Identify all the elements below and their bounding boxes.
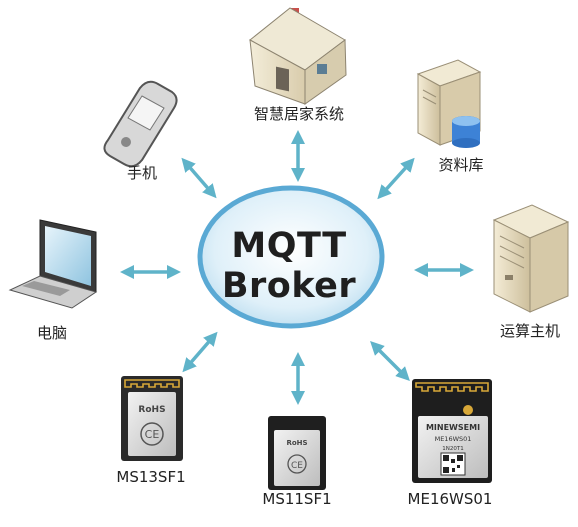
label-server: 运算主机 (499, 322, 561, 340)
label-ms13sf1: MS13SF1 (116, 468, 186, 486)
house-icon (249, 7, 347, 105)
ms13sf1-rohs-mark: RoHS (138, 405, 165, 415)
laptop-icon (8, 219, 98, 309)
arrow-database (377, 157, 415, 200)
broker-title: MQTT Broker (222, 226, 356, 306)
svg-text:CE: CE (145, 428, 160, 441)
arrow-ms13sf1 (182, 331, 218, 373)
label-phone: 手机 (126, 164, 158, 182)
ms11sf1-chip-icon: RoHS CE (268, 416, 326, 490)
svg-text:CE: CE (291, 461, 303, 471)
label-me16ws01: ME16WS01 (407, 490, 493, 508)
arrow-me16ws01 (370, 341, 410, 381)
label-database: 资料库 (438, 156, 484, 174)
arrow-phone (181, 157, 217, 199)
me16ws01-brand-mark: MINEWSEMI (426, 423, 480, 432)
database-icon (416, 59, 482, 148)
ms11sf1-rohs-mark: RoHS (286, 439, 307, 447)
ms13sf1-chip-icon: RoHS CE (121, 376, 183, 461)
me16ws01-code-mark: 1N20T1 (442, 446, 463, 452)
me16ws01-chip-icon: MINEWSEMI ME16WS01 1N20T1 (412, 379, 492, 483)
server-icon (492, 204, 570, 313)
phone-icon (103, 80, 178, 168)
label-smart-home: 智慧居家系统 (253, 105, 345, 123)
label-ms11sf1: MS11SF1 (262, 490, 332, 508)
me16ws01-model-mark: ME16WS01 (435, 435, 472, 443)
connection-arrows (120, 130, 474, 405)
broker-title-line2: Broker (221, 266, 357, 306)
label-computer: 电脑 (36, 324, 68, 342)
broker-title-line1: MQTT (231, 226, 347, 266)
broker-ellipse (197, 185, 385, 329)
